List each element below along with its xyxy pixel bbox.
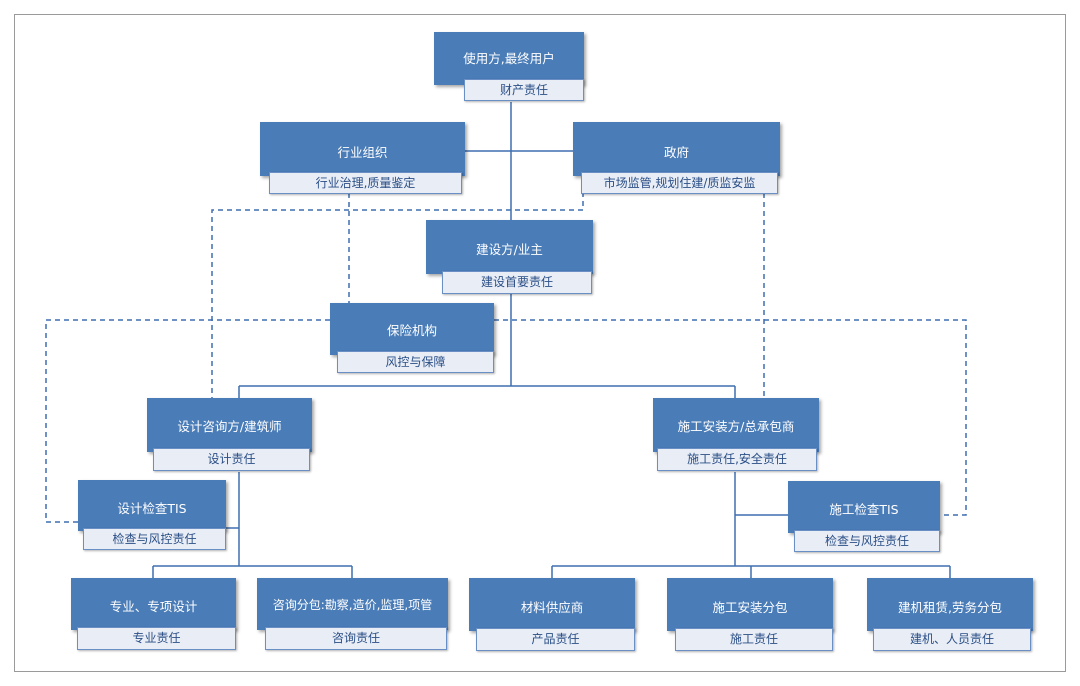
- node-installation-sub: 施工安装分包 施工责任: [667, 578, 833, 652]
- node-equipment-labor: 建机租赁,劳务分包 建机、人员责任: [867, 578, 1033, 652]
- node-end-user-subtitle: 财产责任: [464, 79, 584, 101]
- node-contractor: 施工安装方/总承包商 施工责任,安全责任: [653, 398, 819, 472]
- node-specialty-design-title: 专业、专项设计: [109, 599, 198, 614]
- solid-branch-design-contractor: [238, 385, 736, 398]
- node-design-tis-title: 设计检查TIS: [117, 501, 187, 516]
- node-government-subtitle: 市场监管,规划住建/质监安监: [581, 172, 778, 194]
- node-industry-org-title: 行业组织: [337, 145, 388, 160]
- node-material-supplier-title: 材料供应商: [520, 600, 584, 615]
- node-contractor-subtitle: 施工责任,安全责任: [657, 448, 817, 471]
- node-consulting-sub-subtitle: 咨询责任: [265, 627, 447, 650]
- node-industry-org: 行业组织 行业治理,质量鉴定: [260, 122, 465, 194]
- node-installation-sub-title: 施工安装分包: [712, 600, 788, 615]
- node-insurer-title: 保险机构: [386, 323, 437, 338]
- solid-design-leaves: [152, 565, 353, 578]
- node-contractor-title: 施工安装方/总承包商: [677, 419, 795, 434]
- node-government-title: 政府: [663, 145, 689, 160]
- node-government: 政府 市场监管,规划住建/质监安监: [573, 122, 780, 194]
- node-consulting-sub-title: 咨询分包:勘察,造价,监理,项管: [272, 598, 433, 612]
- node-construction-tis-title: 施工检查TIS: [829, 502, 899, 517]
- node-equipment-labor-title: 建机租赁,劳务分包: [898, 600, 1002, 615]
- node-design-tis: 设计检查TIS 检查与风控责任: [78, 480, 226, 550]
- node-insurer-subtitle: 风控与保障: [337, 351, 494, 373]
- node-specialty-design-subtitle: 专业责任: [77, 627, 236, 650]
- node-construction-tis: 施工检查TIS 检查与风控责任: [788, 481, 940, 553]
- node-end-user-title: 使用方,最终用户: [463, 51, 555, 66]
- node-specialty-design: 专业、专项设计 专业责任: [71, 578, 236, 651]
- node-material-supplier: 材料供应商 产品责任: [469, 578, 635, 652]
- node-design-tis-subtitle: 检查与风控责任: [83, 528, 226, 550]
- node-insurer: 保险机构 风控与保障: [330, 303, 494, 373]
- node-material-supplier-subtitle: 产品责任: [476, 628, 635, 651]
- dashed-insurer-to-construction-tis: [494, 319, 967, 516]
- solid-contractor-leaves: [551, 565, 951, 578]
- diagram-frame: [14, 14, 1066, 672]
- node-design-consultant-title: 设计咨询方/建筑师: [177, 419, 282, 434]
- node-owner-title: 建设方/业主: [476, 242, 543, 257]
- node-equipment-labor-subtitle: 建机、人员责任: [873, 628, 1031, 651]
- node-end-user: 使用方,最终用户 财产责任: [434, 32, 584, 102]
- node-construction-tis-subtitle: 检查与风控责任: [794, 530, 940, 552]
- dashed-government-to-design: [211, 192, 584, 398]
- node-industry-org-subtitle: 行业治理,质量鉴定: [269, 172, 462, 194]
- node-consulting-sub: 咨询分包:勘察,造价,监理,项管 咨询责任: [257, 578, 448, 651]
- node-owner-subtitle: 建设首要责任: [442, 271, 592, 294]
- node-design-consultant-subtitle: 设计责任: [153, 448, 310, 471]
- node-owner: 建设方/业主 建设首要责任: [426, 220, 593, 295]
- node-design-consultant: 设计咨询方/建筑师 设计责任: [147, 398, 312, 472]
- node-installation-sub-subtitle: 施工责任: [675, 628, 833, 651]
